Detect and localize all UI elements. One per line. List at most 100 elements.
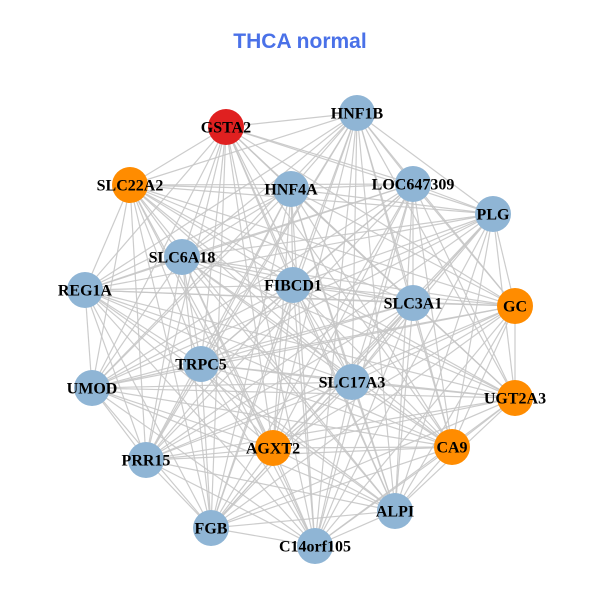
node-label-slc22a2: SLC22A2 bbox=[97, 178, 164, 195]
edge-line bbox=[412, 183, 516, 399]
node-gc bbox=[497, 288, 533, 324]
edge-line bbox=[84, 112, 358, 291]
edge-line bbox=[84, 289, 396, 512]
edge-line bbox=[290, 183, 414, 190]
edge-line bbox=[292, 213, 494, 286]
edge-line bbox=[210, 126, 227, 529]
node-slc3a1 bbox=[395, 285, 431, 321]
node-label-fgb: FGB bbox=[195, 521, 228, 538]
edge-line bbox=[314, 305, 516, 547]
node-agxt2 bbox=[255, 430, 291, 466]
node-label-ugt2a3: UGT2A3 bbox=[484, 391, 546, 408]
edge-line bbox=[84, 289, 202, 365]
edge-line bbox=[91, 188, 292, 389]
edge-line bbox=[181, 256, 353, 383]
node-slc6a18 bbox=[164, 239, 200, 275]
edge-line bbox=[91, 305, 516, 389]
edge-line bbox=[84, 284, 294, 291]
edge-line bbox=[210, 446, 453, 529]
edge-line bbox=[129, 184, 316, 547]
edge-line bbox=[91, 381, 353, 389]
edge-line bbox=[394, 183, 414, 512]
edge-line bbox=[181, 256, 516, 399]
edge-line bbox=[292, 284, 414, 304]
edge-line bbox=[181, 256, 316, 547]
edge-line bbox=[200, 363, 274, 449]
edge-line bbox=[91, 302, 414, 389]
edge-line bbox=[314, 446, 453, 547]
node-ca9 bbox=[434, 429, 470, 465]
edge-line bbox=[200, 126, 227, 365]
edge-line bbox=[129, 112, 358, 186]
edge-line bbox=[292, 284, 516, 399]
node-label-prr15: PRR15 bbox=[122, 453, 171, 470]
node-label-slc3a1: SLC3A1 bbox=[384, 296, 443, 313]
edge-line bbox=[181, 213, 494, 258]
edge-line bbox=[129, 184, 516, 399]
node-layer bbox=[67, 95, 533, 564]
edge-line bbox=[145, 183, 414, 461]
node-slc22a2 bbox=[112, 167, 148, 203]
edge-line bbox=[145, 302, 414, 461]
edge-line bbox=[272, 397, 516, 449]
edge-line bbox=[84, 289, 316, 547]
edge-line bbox=[84, 289, 453, 448]
node-reg1a bbox=[67, 272, 103, 308]
edge-line bbox=[181, 126, 227, 258]
edge-line bbox=[351, 305, 516, 383]
edge-line bbox=[91, 387, 316, 547]
edge-line bbox=[91, 387, 516, 399]
node-hnf1b bbox=[339, 95, 375, 131]
node-label-alpi: ALPI bbox=[376, 504, 414, 521]
edge-line bbox=[210, 188, 292, 529]
edge-line bbox=[210, 397, 516, 529]
node-label-loc647309: LOC647309 bbox=[372, 177, 455, 194]
node-fibcd1 bbox=[275, 267, 311, 303]
edge-line bbox=[181, 256, 516, 307]
node-label-c14orf105: C14orf105 bbox=[279, 539, 351, 556]
edge-line bbox=[129, 184, 453, 448]
node-alpi bbox=[377, 493, 413, 529]
edge-line bbox=[356, 112, 494, 215]
node-trpc5 bbox=[183, 346, 219, 382]
edge-line bbox=[91, 184, 131, 389]
edge-line bbox=[129, 126, 227, 186]
edge-line bbox=[314, 381, 353, 547]
edge-line bbox=[351, 183, 414, 383]
node-plg bbox=[475, 196, 511, 232]
edge-line bbox=[290, 188, 516, 307]
node-prr15 bbox=[128, 442, 164, 478]
edge-line bbox=[84, 126, 227, 291]
edge-line bbox=[210, 183, 414, 529]
node-label-plg: PLG bbox=[477, 207, 510, 224]
node-slc17a3 bbox=[334, 364, 370, 400]
edge-line bbox=[84, 289, 212, 529]
edge-line bbox=[91, 387, 453, 448]
edge-line bbox=[84, 289, 147, 461]
edge-line bbox=[412, 302, 453, 448]
edge-line bbox=[200, 363, 212, 529]
edge-line bbox=[91, 363, 202, 389]
edge-line bbox=[145, 363, 202, 461]
edge-line bbox=[412, 302, 516, 399]
node-hnf4a bbox=[273, 171, 309, 207]
edge-line bbox=[351, 381, 453, 448]
edge-line bbox=[129, 184, 292, 190]
edge-line bbox=[84, 184, 131, 291]
edge-line bbox=[91, 112, 358, 389]
edge-line bbox=[394, 302, 414, 512]
edge-line bbox=[145, 256, 183, 461]
node-umod bbox=[74, 370, 110, 406]
plot-title: THCA normal bbox=[233, 30, 366, 53]
node-c14orf105 bbox=[297, 528, 333, 564]
node-label-gsta2: GSTA2 bbox=[201, 120, 251, 137]
edge-line bbox=[225, 126, 516, 307]
node-fgb bbox=[193, 510, 229, 546]
node-label-gc: GC bbox=[503, 299, 527, 316]
edge-line bbox=[200, 302, 414, 365]
edge-line bbox=[91, 387, 274, 449]
node-label-slc17a3: SLC17A3 bbox=[319, 375, 386, 392]
edge-line bbox=[292, 284, 353, 383]
edge-line bbox=[145, 459, 396, 512]
